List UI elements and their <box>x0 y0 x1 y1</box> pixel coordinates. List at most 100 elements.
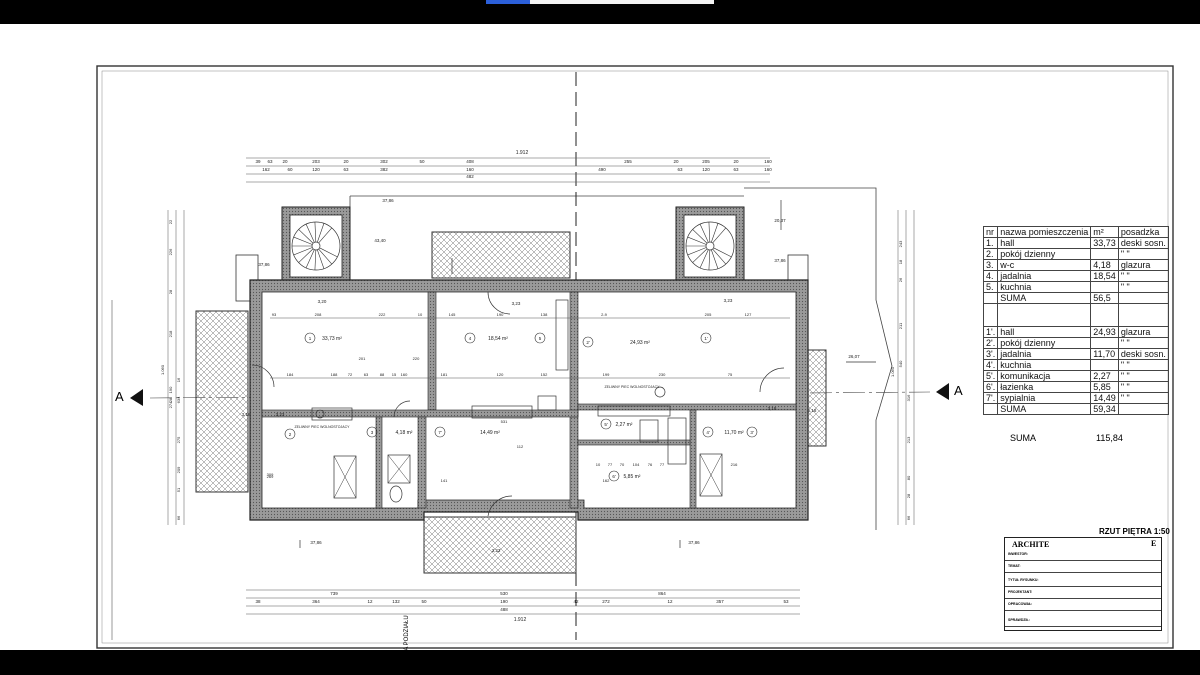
room-number: 3 <box>371 430 374 435</box>
side-dim: 540 <box>898 360 903 367</box>
cell-floor: " " <box>1117 248 1169 260</box>
dim-label: 490 <box>598 167 606 172</box>
stair-tread <box>711 249 719 269</box>
room-number: 1 <box>309 336 312 341</box>
dim-label: 63 <box>267 159 273 164</box>
wall-wc <box>375 416 383 509</box>
title-field-line <box>1005 626 1161 627</box>
room-number: 5 <box>539 336 542 341</box>
stair-core <box>705 241 715 251</box>
interior-dim: 63 <box>364 372 369 377</box>
title-field-label: INWESTOR: <box>1008 552 1028 556</box>
dim-label: 50 <box>421 599 427 604</box>
cell-name: jadalnia <box>997 348 1092 360</box>
table-row: 4'.kuchnia" " <box>982 359 1169 371</box>
wall-hall-dining <box>427 291 437 411</box>
stair-tread <box>318 227 333 244</box>
top-scan-marker <box>486 0 714 4</box>
cell-floor: " " <box>1117 270 1169 282</box>
room-number-circle <box>746 426 758 438</box>
dim-label: 12 <box>367 599 373 604</box>
cell-nr: 2'. <box>982 337 999 349</box>
room-number: 2 <box>289 432 292 437</box>
interior-dim: 141 <box>441 478 448 483</box>
heater-right <box>654 386 666 398</box>
cell-area <box>1090 337 1119 349</box>
interior-dim: 70 <box>620 462 625 467</box>
side-dim: 16 <box>176 377 181 382</box>
interior-dim: 77 <box>608 462 613 467</box>
interior-dim: 269 <box>267 474 274 479</box>
level-label: 3,23 <box>276 412 285 417</box>
top-total-dim: 1.912 <box>516 150 529 156</box>
side-dim: 190 <box>168 386 173 393</box>
interior-dim: 72 <box>348 372 353 377</box>
wall-wc-bedroom <box>417 416 427 509</box>
side-dim: 1.060 <box>160 364 165 375</box>
side-dim: 316 <box>906 394 911 401</box>
cell-nr: 1. <box>982 237 999 249</box>
cell-name: hall <box>997 326 1092 338</box>
roof-outline-right <box>744 187 893 530</box>
cell-nr: 1'. <box>982 326 999 338</box>
cell-floor: " " <box>1117 359 1169 371</box>
room-number: 3' <box>750 430 754 435</box>
cell-nr: 4'. <box>982 359 999 371</box>
level-label: 37,86 <box>258 262 270 267</box>
level-label: 3,23 <box>724 298 733 303</box>
cell-nr <box>982 292 999 304</box>
side-dim: 66 <box>906 515 911 520</box>
cell-area: 4,18 <box>1090 259 1119 271</box>
stair-tread <box>317 223 325 243</box>
cell-name: komunikacja <box>997 370 1092 382</box>
section-label-right: A <box>954 383 963 398</box>
level-label: 43,40 <box>374 238 386 243</box>
stair-tread <box>687 236 707 245</box>
stove-unit-left <box>311 407 353 421</box>
stair-tread <box>708 222 711 243</box>
dim-label: 12 <box>667 599 673 604</box>
shower <box>639 419 659 443</box>
side-dim: 1.060 <box>890 366 895 377</box>
wall-mid-left <box>261 409 579 418</box>
room-number: 6' <box>612 474 616 479</box>
stair-tread <box>699 249 709 268</box>
wall-mid-right <box>577 403 797 411</box>
dim-label: 20 <box>673 159 679 164</box>
cell-nr <box>982 403 999 415</box>
side-dim: 66 <box>176 515 181 520</box>
stair-tread <box>314 249 317 270</box>
room-number-circle <box>600 418 612 430</box>
room-number-circle <box>284 428 296 440</box>
interior-floor <box>261 291 797 509</box>
cell-area: 33,73 <box>1090 237 1119 249</box>
cell-area <box>1090 359 1119 371</box>
cell-name: SUMA <box>997 292 1092 304</box>
stair-tread <box>711 223 719 243</box>
cell-area: 11,70 <box>1090 348 1119 360</box>
title-field-line <box>1005 560 1161 561</box>
header-nr: nr <box>982 226 999 238</box>
dim-label: 488 <box>500 607 508 612</box>
dim-label: 382 <box>380 167 388 172</box>
interior-dim: 208 <box>315 312 322 317</box>
interior-dim: 145 <box>449 312 456 317</box>
title-field-label: TEMAT: <box>1008 564 1021 568</box>
left-terrace <box>195 310 249 493</box>
room-number: 7' <box>438 430 442 435</box>
interior-dim: 181 <box>441 372 448 377</box>
heater-label-left: ZELIWNY PIEC WOLNOSTOJACY <box>295 425 351 429</box>
level-label: 3,23 <box>492 548 501 553</box>
table-gap-row <box>982 303 1169 327</box>
cell-area <box>1090 248 1119 260</box>
title-field-line <box>1005 610 1161 611</box>
level-label: 5,18 <box>808 408 817 413</box>
interior-dim: 184 <box>287 372 294 377</box>
dim-label: 160 <box>764 159 772 164</box>
room-area: 5,85 m² <box>624 474 641 480</box>
side-dim: 226 <box>168 248 173 255</box>
side-dim: 274 <box>168 401 173 408</box>
counter-right <box>597 405 671 417</box>
